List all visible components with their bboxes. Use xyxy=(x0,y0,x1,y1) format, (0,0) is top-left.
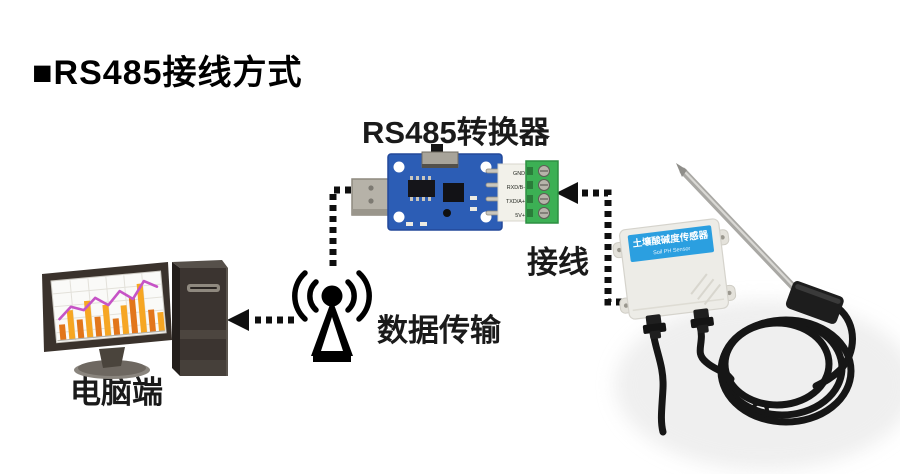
monitor-screen-chart xyxy=(50,270,167,344)
chart-bars xyxy=(59,283,165,341)
ic-chips xyxy=(408,176,464,217)
ear-screw-holes xyxy=(617,235,732,308)
rs485-converter-device: GND RXD/B- TXD/A+ 5V+ xyxy=(351,144,559,231)
cable-glands xyxy=(642,308,714,340)
slide-switch xyxy=(421,144,459,168)
arrow-sensor-to-converter xyxy=(556,182,622,306)
terminal-screws xyxy=(538,165,550,219)
sensor-probe xyxy=(676,163,844,324)
sensor-enclosure: 土壤酸碱度传感器 Soil PH Sensor xyxy=(612,218,737,340)
wiring-label: 接线 xyxy=(527,245,589,280)
pin-label-txd: TXD/A+ xyxy=(506,199,525,205)
pin-label-strip xyxy=(497,163,529,222)
dashed-line-antenna-to-converter xyxy=(329,186,352,266)
antenna-icon xyxy=(292,270,372,362)
page-title-text: RS485接线方式 xyxy=(53,54,303,92)
probe-handle xyxy=(785,281,844,324)
arrow-antenna-to-computer xyxy=(227,309,294,331)
monitor-stand xyxy=(99,347,125,368)
pc-tower xyxy=(172,260,228,376)
converter-label: RS485转换器 xyxy=(362,115,550,150)
header-pins xyxy=(485,168,500,216)
terminal-block xyxy=(525,160,559,224)
sensor-cables xyxy=(649,304,856,436)
smd-resistors xyxy=(406,196,477,226)
sensor-label-en: Soil PH Sensor xyxy=(653,246,691,257)
vent-lines xyxy=(690,273,722,306)
data-transfer-label: 数据传输 xyxy=(377,313,501,348)
computer-label: 电脑端 xyxy=(70,375,163,410)
chart-line xyxy=(58,279,159,321)
radio-waves-icon xyxy=(292,270,372,322)
pcb-mount-holes xyxy=(393,161,492,223)
arrowhead-left xyxy=(227,309,249,331)
pin-label-rxd: RXD/B- xyxy=(507,185,525,191)
arrowhead-terminal xyxy=(556,182,578,204)
computer-monitor xyxy=(42,262,172,379)
page-title: ■RS485接线方式 xyxy=(32,45,303,94)
pin-label-gnd: GND xyxy=(513,171,525,177)
pin-labels: GND RXD/B- TXD/A+ 5V+ xyxy=(506,171,525,219)
soil-ph-sensor-device: 土壤酸碱度传感器 Soil PH Sensor xyxy=(612,163,900,470)
title-bullet-icon: ■ xyxy=(32,54,54,92)
pin-label-5v: 5V+ xyxy=(515,213,525,219)
sensor-label-plate xyxy=(627,225,714,262)
